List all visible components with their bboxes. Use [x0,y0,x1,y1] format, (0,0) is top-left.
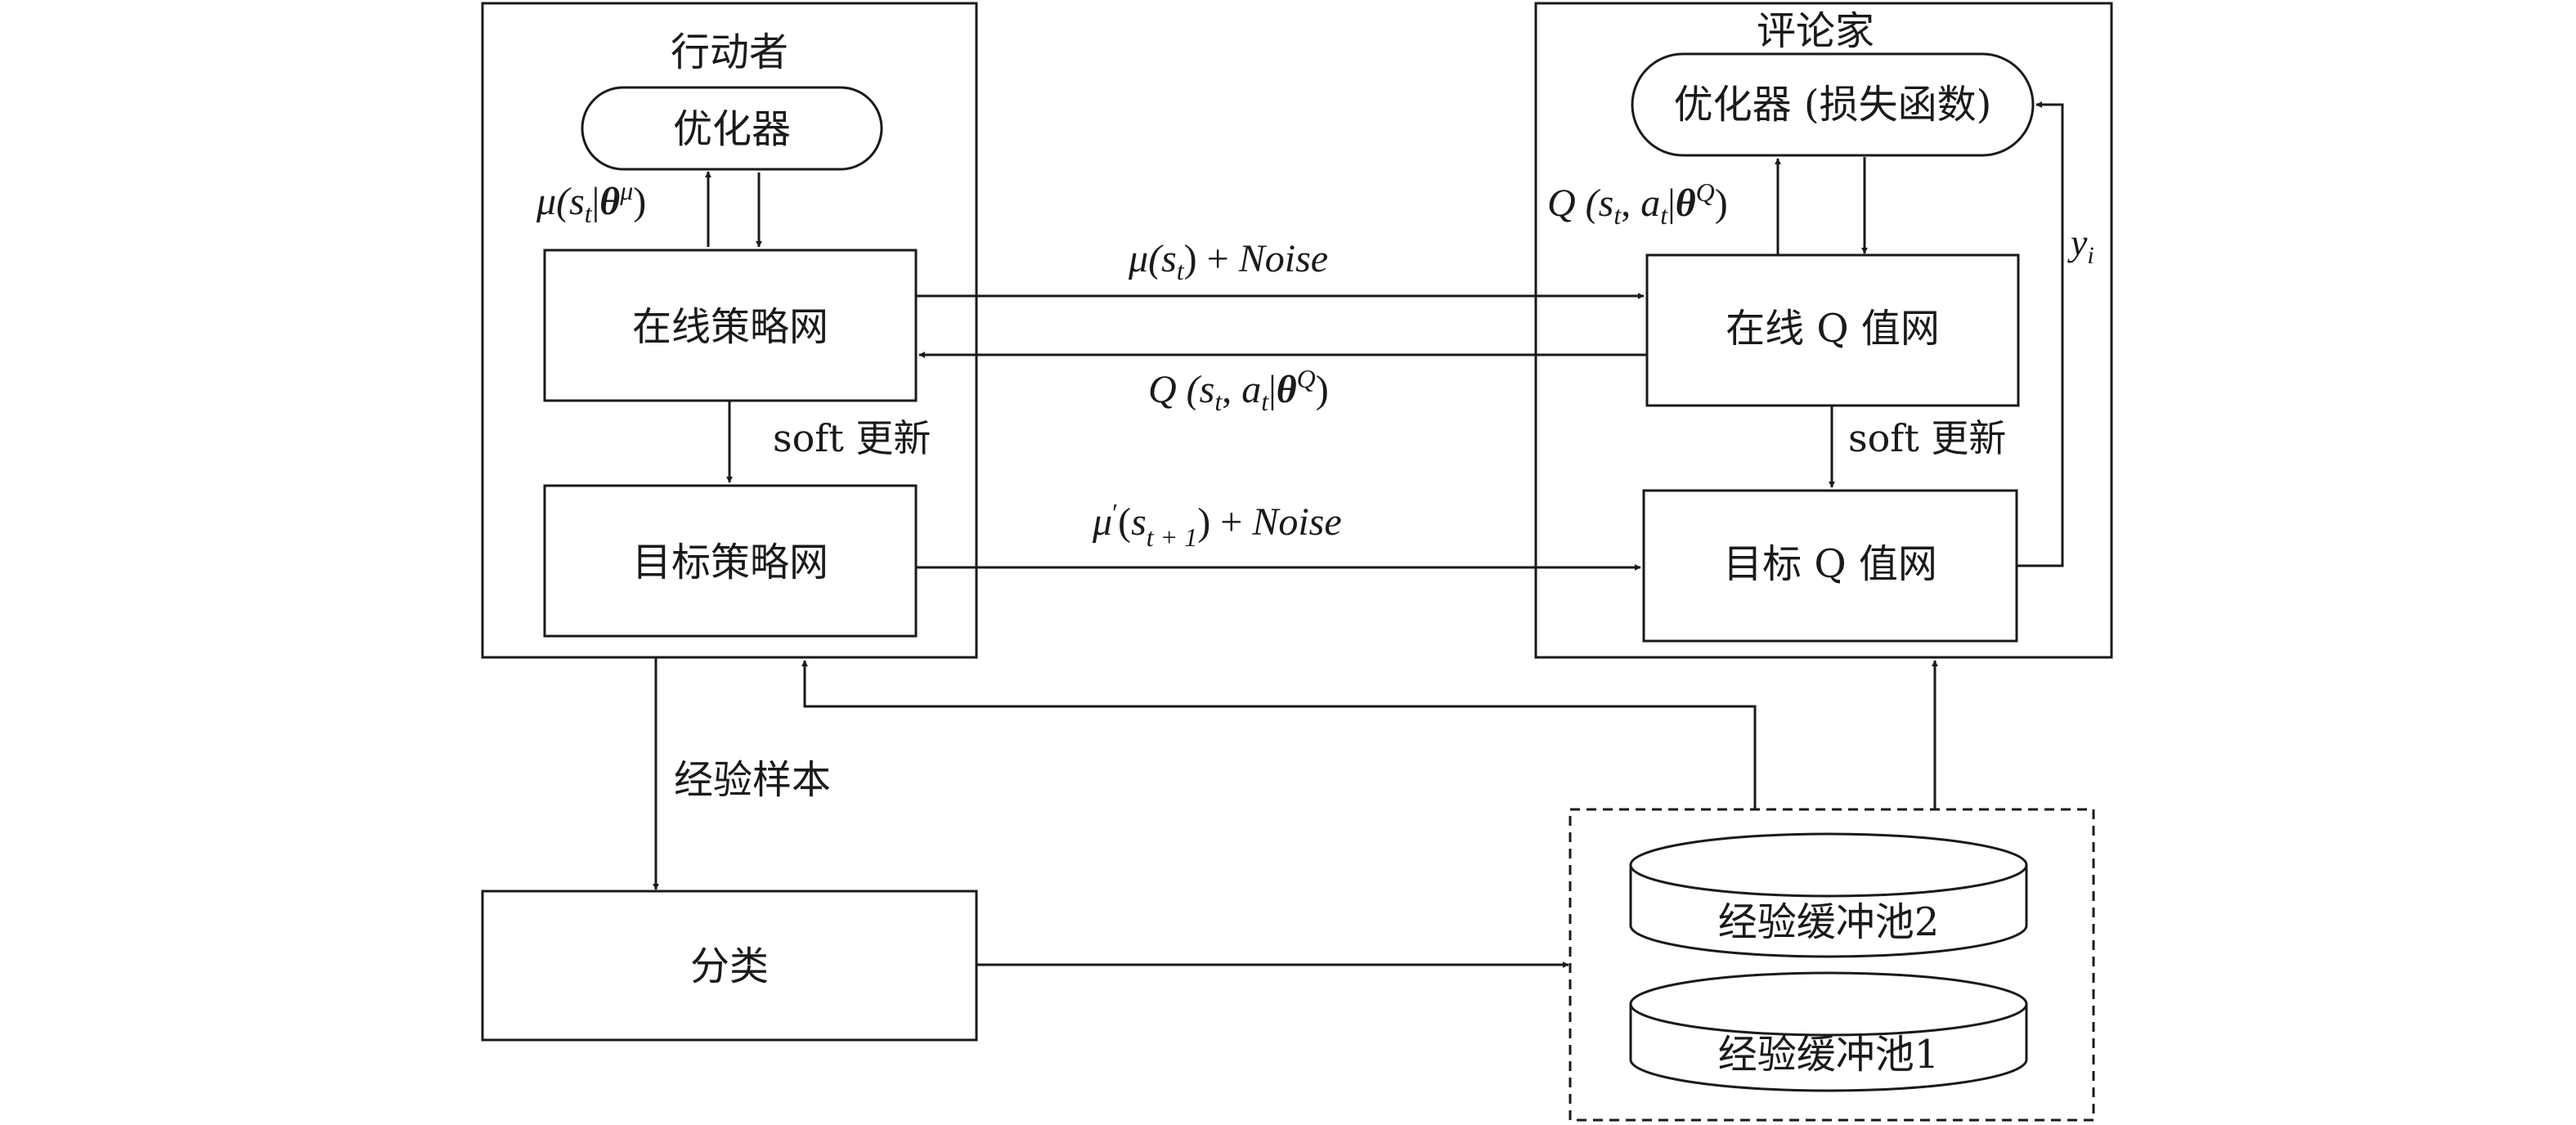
critic-target-net-label: 目标 Q 值网 [1723,541,1937,587]
critic-optimizer [1631,52,2035,157]
actor-target-net [543,484,918,638]
critic-gradient-label: Q (st, at|θQ) [1547,177,1728,230]
yi-feedback-arrow [2017,101,2064,567]
critic-online-net [1645,253,2020,407]
experience-sample-label: 经验样本 [674,757,831,803]
actor-online-net-label: 在线策略网 [632,304,828,350]
actor-gradient-label: μ(st|θμ) [536,176,646,228]
buffer-cylinder-2: 经验缓冲池2 [1629,832,2028,958]
classify-box [481,890,978,1042]
critic-soft-update-label: soft 更新 [1848,416,2006,460]
buffer-1-label: 经验缓冲池1 [1718,1032,1940,1078]
actor-online-net [543,249,918,402]
critic-optimizer-label: 优化器 (损失函数) [1674,82,1992,128]
actor-optimizer-label: 优化器 [673,106,791,152]
actor-target-net-label: 目标策略网 [632,540,828,585]
critic-online-net-label: 在线 Q 值网 [1726,306,1940,352]
actor-title: 行动者 [671,29,788,75]
buffer-cylinder-1: 经验缓冲池1 [1629,971,2028,1092]
critic-title: 评论家 [1757,8,1874,54]
q-value-label: Q (st, at|θQ) [1148,364,1329,416]
target-action-label: μ′(st + 1) + Noise [1092,498,1342,552]
action-label: μ(st) + Noise [1128,237,1328,285]
actor-optimizer [581,86,883,171]
buffer-2-label: 经验缓冲池2 [1718,899,1940,945]
buffer-to-actor-arrow [801,660,1757,809]
yi-label: yi [2067,222,2094,269]
actor-soft-update-label: soft 更新 [773,416,931,460]
classify-label: 分类 [690,943,769,989]
critic-target-net [1642,489,2018,643]
